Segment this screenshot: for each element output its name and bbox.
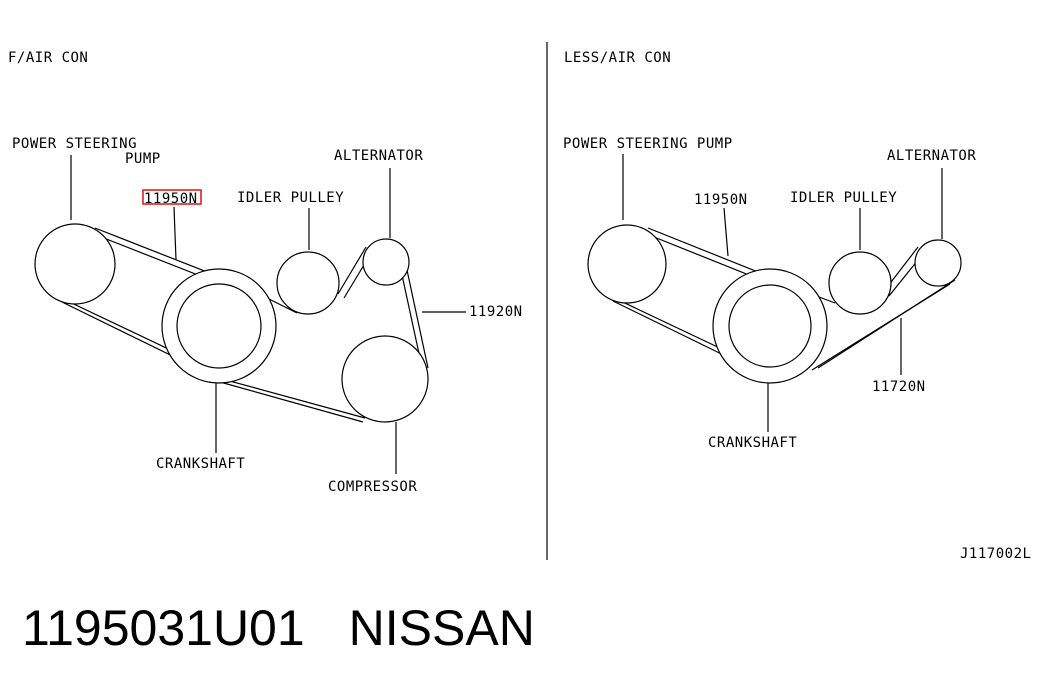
- compressor-pulley-left: [341, 335, 429, 423]
- ps-belt-part-label-right[interactable]: 11950N: [694, 192, 748, 208]
- main-belt-part-label-left[interactable]: 11920N: [469, 304, 523, 320]
- main-belt-part-label-right[interactable]: 11720N: [872, 379, 926, 395]
- alternator-label-left: ALTERNATOR: [334, 148, 423, 164]
- power-steering-pump-label-right: POWER STEERING PUMP: [563, 136, 733, 152]
- crankshaft-label-left: CRANKSHAFT: [156, 456, 245, 472]
- power-steering-pump-pulley-right: [587, 224, 667, 304]
- compressor-label-left: COMPRESSOR: [328, 479, 417, 495]
- part-footer: 1195031U01 NISSAN: [22, 598, 579, 658]
- idler-pulley-label-right: IDLER PULLEY: [790, 190, 897, 206]
- belt-routing-diagram: F/AIR CON: [8, 42, 1031, 562]
- idler-pulley-left: [276, 251, 340, 315]
- crankshaft-pulley-inner-right: [728, 284, 812, 368]
- alternator-pulley-right: [914, 239, 962, 287]
- crankshaft-label-right: CRANKSHAFT: [708, 435, 797, 451]
- part-number: 1195031U01: [22, 600, 305, 656]
- alternator-label-right: ALTERNATOR: [887, 148, 976, 164]
- part-number-highlight: [142, 189, 202, 205]
- figure-code: J117002L: [960, 546, 1031, 562]
- power-steering-pump-label-left-line1: POWER STEERING: [12, 136, 137, 152]
- crankshaft-pulley-inner-left: [176, 283, 262, 369]
- ps-belt-part-label-left[interactable]: 11950N: [144, 191, 198, 207]
- idler-pulley-label-left: IDLER PULLEY: [237, 190, 344, 206]
- power-steering-pump-label-left-line2: PUMP: [125, 151, 161, 167]
- brand-name: NISSAN: [348, 600, 535, 656]
- power-steering-pump-pulley-left: [34, 223, 116, 305]
- left-panel: F/AIR CON: [8, 50, 523, 495]
- alternator-pulley-left: [362, 238, 410, 286]
- right-panel: LESS/AIR CON POWER STEERING: [563, 50, 976, 451]
- left-panel-title: F/AIR CON: [8, 50, 88, 66]
- right-panel-title: LESS/AIR CON: [564, 50, 671, 66]
- idler-pulley-right: [828, 251, 892, 315]
